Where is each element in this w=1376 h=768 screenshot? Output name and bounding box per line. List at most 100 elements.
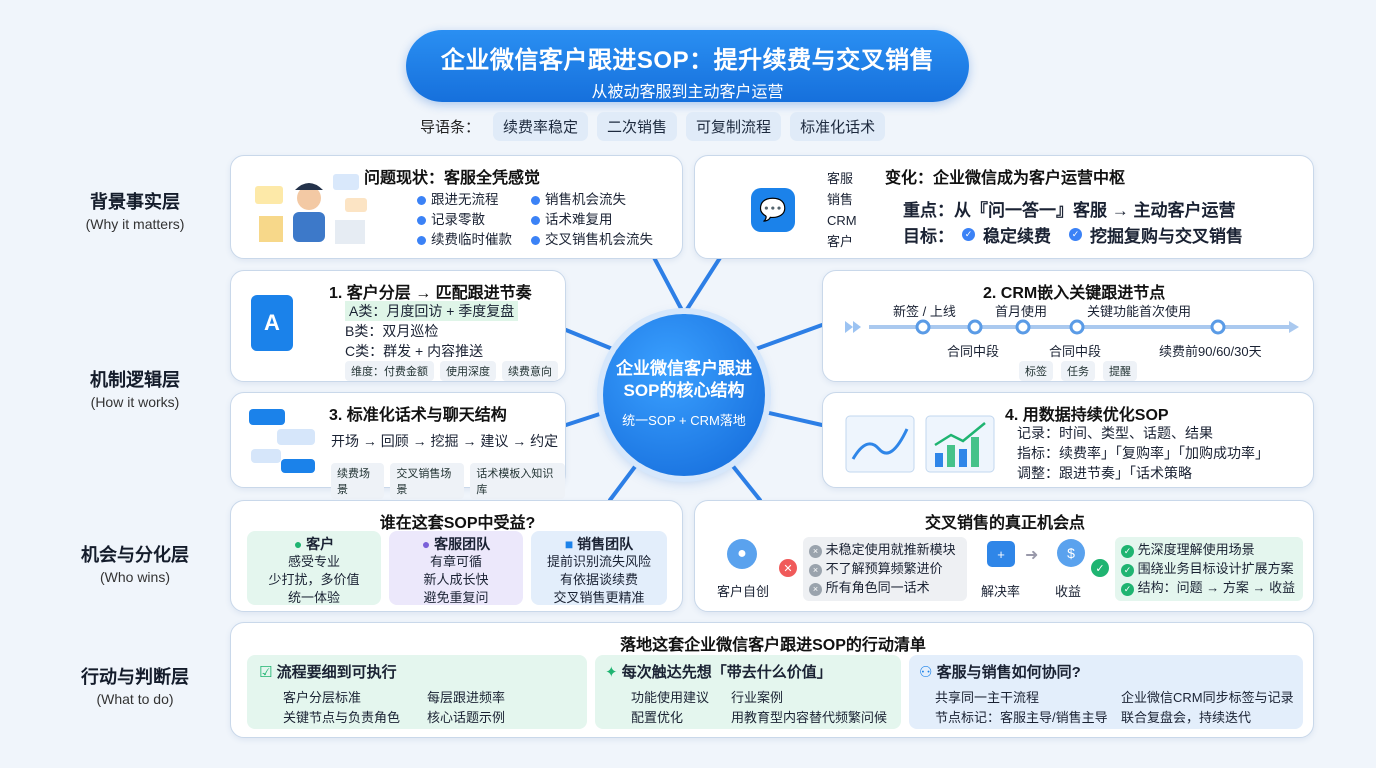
timeline-label: 续费前90/60/30天 bbox=[1159, 344, 1262, 359]
group-line: 有依据谈续费 bbox=[559, 572, 638, 587]
script-title: 3. 标准化话术与聊天结构 bbox=[329, 407, 507, 424]
list-item-text: 话术难复用 bbox=[545, 212, 613, 227]
layer-name: 行动与判断层 bbox=[81, 667, 189, 687]
change-goals: 目标： ✓稳定续费 ✓挖掘复购与交叉销售 bbox=[903, 222, 1243, 247]
nav-tag[interactable]: 标准化话术 bbox=[790, 111, 886, 141]
col-title: 客服与销售如何协同? bbox=[936, 664, 1081, 681]
role-label: 客服 bbox=[827, 171, 854, 186]
action-col-value: ✦ 每次触达先想「带去什么价值」 功能使用建议 行业案例 配置优化 用教育型内容… bbox=[595, 655, 901, 729]
bullet-icon bbox=[417, 215, 426, 225]
nav-label: 导语条： bbox=[420, 118, 481, 136]
action-item: 行业案例 bbox=[731, 690, 784, 705]
revenue-label: 收益 bbox=[1055, 584, 1082, 599]
chat-bubbles-icon bbox=[249, 409, 315, 473]
benefit-group-sales: ■ 销售团队 提前识别流失风险 有依据谈续费 交叉销售更精准 bbox=[531, 531, 667, 605]
layer-label: 行动与判断层(What to do) bbox=[60, 663, 210, 707]
data-optimize-card: 4. 用数据持续优化SOP 记录：时间、类型、话题、结果 指标：续费率」「复购率… bbox=[822, 392, 1314, 488]
action-item: 配置优化 bbox=[631, 710, 684, 725]
nav-bar: 导语条： 续费率稳定 二次销售 可复制流程 标准化话术 bbox=[420, 111, 886, 141]
hub-title: 企业微信客户跟进SOP的核心结构 bbox=[616, 359, 752, 400]
action-item: 每层跟进频率 bbox=[427, 690, 506, 705]
problem-card: 问题现状：客服全凭感觉 跟进无流程 记录零散 续费临时催款 销售机会流失 话术难… bbox=[230, 155, 683, 259]
action-col-collab: ⚇ 客服与销售如何协同? 共享同一主干流程 企业微信CRM同步标签与记录 节点标… bbox=[909, 655, 1303, 729]
col-title: 每次触达先想「带去什么价值」 bbox=[621, 664, 832, 681]
bullet-icon bbox=[417, 195, 426, 205]
chip: 交叉销售场景 bbox=[390, 463, 465, 499]
nav-tag[interactable]: 二次销售 bbox=[597, 111, 678, 141]
check-mark-icon: ✓ bbox=[1091, 559, 1109, 577]
group-name: 客服团队 bbox=[434, 536, 491, 552]
role-label: 销售 bbox=[827, 192, 854, 207]
seg-line: B类：双月巡检 bbox=[345, 323, 439, 339]
check-icon: ✓ bbox=[1069, 228, 1082, 241]
solution-label: 解决率 bbox=[981, 584, 1021, 599]
layer-sub: (Who wins) bbox=[99, 569, 170, 585]
hub-subtitle: 统一SOP + CRM落地 bbox=[622, 413, 746, 428]
layer-name: 背景事实层 bbox=[90, 192, 180, 212]
cross-mark-icon: ✕ bbox=[779, 559, 797, 577]
letter-a-icon: A bbox=[251, 295, 293, 351]
benefit-card: 谁在这套SOP中受益? ● 客户 感受专业 少打扰，多价值 统一体验 ● 客服团… bbox=[230, 500, 683, 612]
crm-title: 2. CRM嵌入关键跟进节点 bbox=[983, 285, 1166, 302]
good-item: 结构：问题 → 方案 → 收益 bbox=[1137, 580, 1296, 595]
group-line: 新人成长快 bbox=[423, 572, 489, 587]
timeline-label: 合同中段 bbox=[1049, 344, 1102, 359]
chip: 续费意向 bbox=[502, 361, 558, 381]
goal-text: 挖掘复购与交叉销售 bbox=[1090, 227, 1243, 246]
lightbulb-icon: ✦ bbox=[605, 664, 618, 681]
benefit-title: 谁在这套SOP中受益? bbox=[379, 515, 536, 532]
stressed-person-illustration bbox=[255, 174, 367, 244]
x-icon: × bbox=[809, 545, 822, 558]
list-item: 续费临时催款 bbox=[417, 230, 512, 250]
action-item: 客户分层标准 bbox=[283, 690, 362, 705]
problem-list-left: 跟进无流程 记录零散 续费临时催款 bbox=[417, 190, 512, 250]
list-item: 交叉销售机会流失 bbox=[531, 230, 653, 250]
group-line: 避免重复问 bbox=[423, 590, 489, 605]
nav-tag[interactable]: 可复制流程 bbox=[686, 111, 782, 141]
list-item: 话术难复用 bbox=[531, 210, 653, 230]
bad-item: 不了解预算频繁进价 bbox=[825, 561, 943, 576]
group-line: 有章可循 bbox=[429, 554, 482, 569]
list-item-text: 续费临时催款 bbox=[431, 232, 512, 247]
list-item: 跟进无流程 bbox=[417, 190, 512, 210]
timeline-label: 新签 / 上线 bbox=[893, 304, 956, 319]
customer-icon: ● bbox=[727, 539, 757, 569]
chip: 标签 bbox=[1019, 361, 1053, 381]
crm-chips: 标签 任务 提醒 bbox=[1019, 361, 1137, 381]
action-item: 企业微信CRM同步标签与记录 bbox=[1121, 690, 1294, 705]
bullet-icon bbox=[531, 215, 540, 225]
segmentation-card: A 1. 客户分层 → 匹配跟进节奏 A类：月度回访 + 季度复盘 B类：双月巡… bbox=[230, 270, 566, 382]
action-item: 核心话题示例 bbox=[427, 710, 506, 725]
check-icon: ✓ bbox=[1121, 545, 1134, 558]
timeline-nodes bbox=[915, 319, 1226, 335]
action-item: 节点标记：客服主导/销售主导 bbox=[935, 710, 1108, 725]
wecom-chat-icon: 💬 bbox=[751, 188, 795, 232]
page-title: 企业微信客户跟进SOP：提升续费与交叉销售 bbox=[440, 47, 935, 74]
good-item: 先深度理解使用场景 bbox=[1137, 542, 1255, 557]
role-label: 客户 bbox=[827, 234, 854, 249]
layer-sub: (Why it matters) bbox=[85, 216, 185, 232]
timeline-label: 首月使用 bbox=[995, 304, 1048, 319]
bullet-icon bbox=[417, 235, 426, 245]
group-name: 销售团队 bbox=[577, 536, 634, 552]
arrow-right-icon: ➜ bbox=[1025, 547, 1039, 564]
group-line: 感受专业 bbox=[287, 554, 340, 569]
briefcase-icon: ■ bbox=[564, 536, 574, 552]
chip: 话术模板入知识库 bbox=[470, 463, 565, 499]
seg-line: A类：月度回访 + 季度复盘 bbox=[345, 301, 519, 321]
clipboard-icon: ☑ bbox=[259, 664, 273, 681]
seg-lines: A类：月度回访 + 季度复盘 B类：双月巡检 C类：群发 + 内容推送 bbox=[345, 301, 519, 361]
cross-sell-card: 交叉销售的真正机会点 ● 客户自创 ✕ × 未稳定使用就推新模块 × 不了解预算… bbox=[694, 500, 1314, 612]
change-focus: 重点：从『问一答一』客服 → 主动客户运营 bbox=[903, 201, 1236, 220]
list-item-text: 记录零散 bbox=[431, 212, 485, 227]
core-structure-hub: 企业微信客户跟进SOP的核心结构 统一SOP + CRM落地 bbox=[603, 314, 765, 476]
action-item: 关键节点与负责角色 bbox=[283, 710, 401, 725]
chip: 维度：付费金额 bbox=[345, 361, 434, 381]
data-line: 记录：时间、类型、话题、结果 bbox=[1017, 425, 1213, 441]
col-title: 流程要细到可执行 bbox=[276, 664, 397, 681]
bad-practices-box: × 未稳定使用就推新模块 × 不了解预算频繁进价 × 所有角色同一话术 bbox=[803, 537, 967, 601]
layer-label: 背景事实层 (Why it matters) bbox=[60, 188, 210, 232]
script-flow: 开场 → 回顾 → 挖掘 → 建议 → 约定 bbox=[331, 433, 559, 449]
nav-tag[interactable]: 续费率稳定 bbox=[493, 111, 589, 141]
